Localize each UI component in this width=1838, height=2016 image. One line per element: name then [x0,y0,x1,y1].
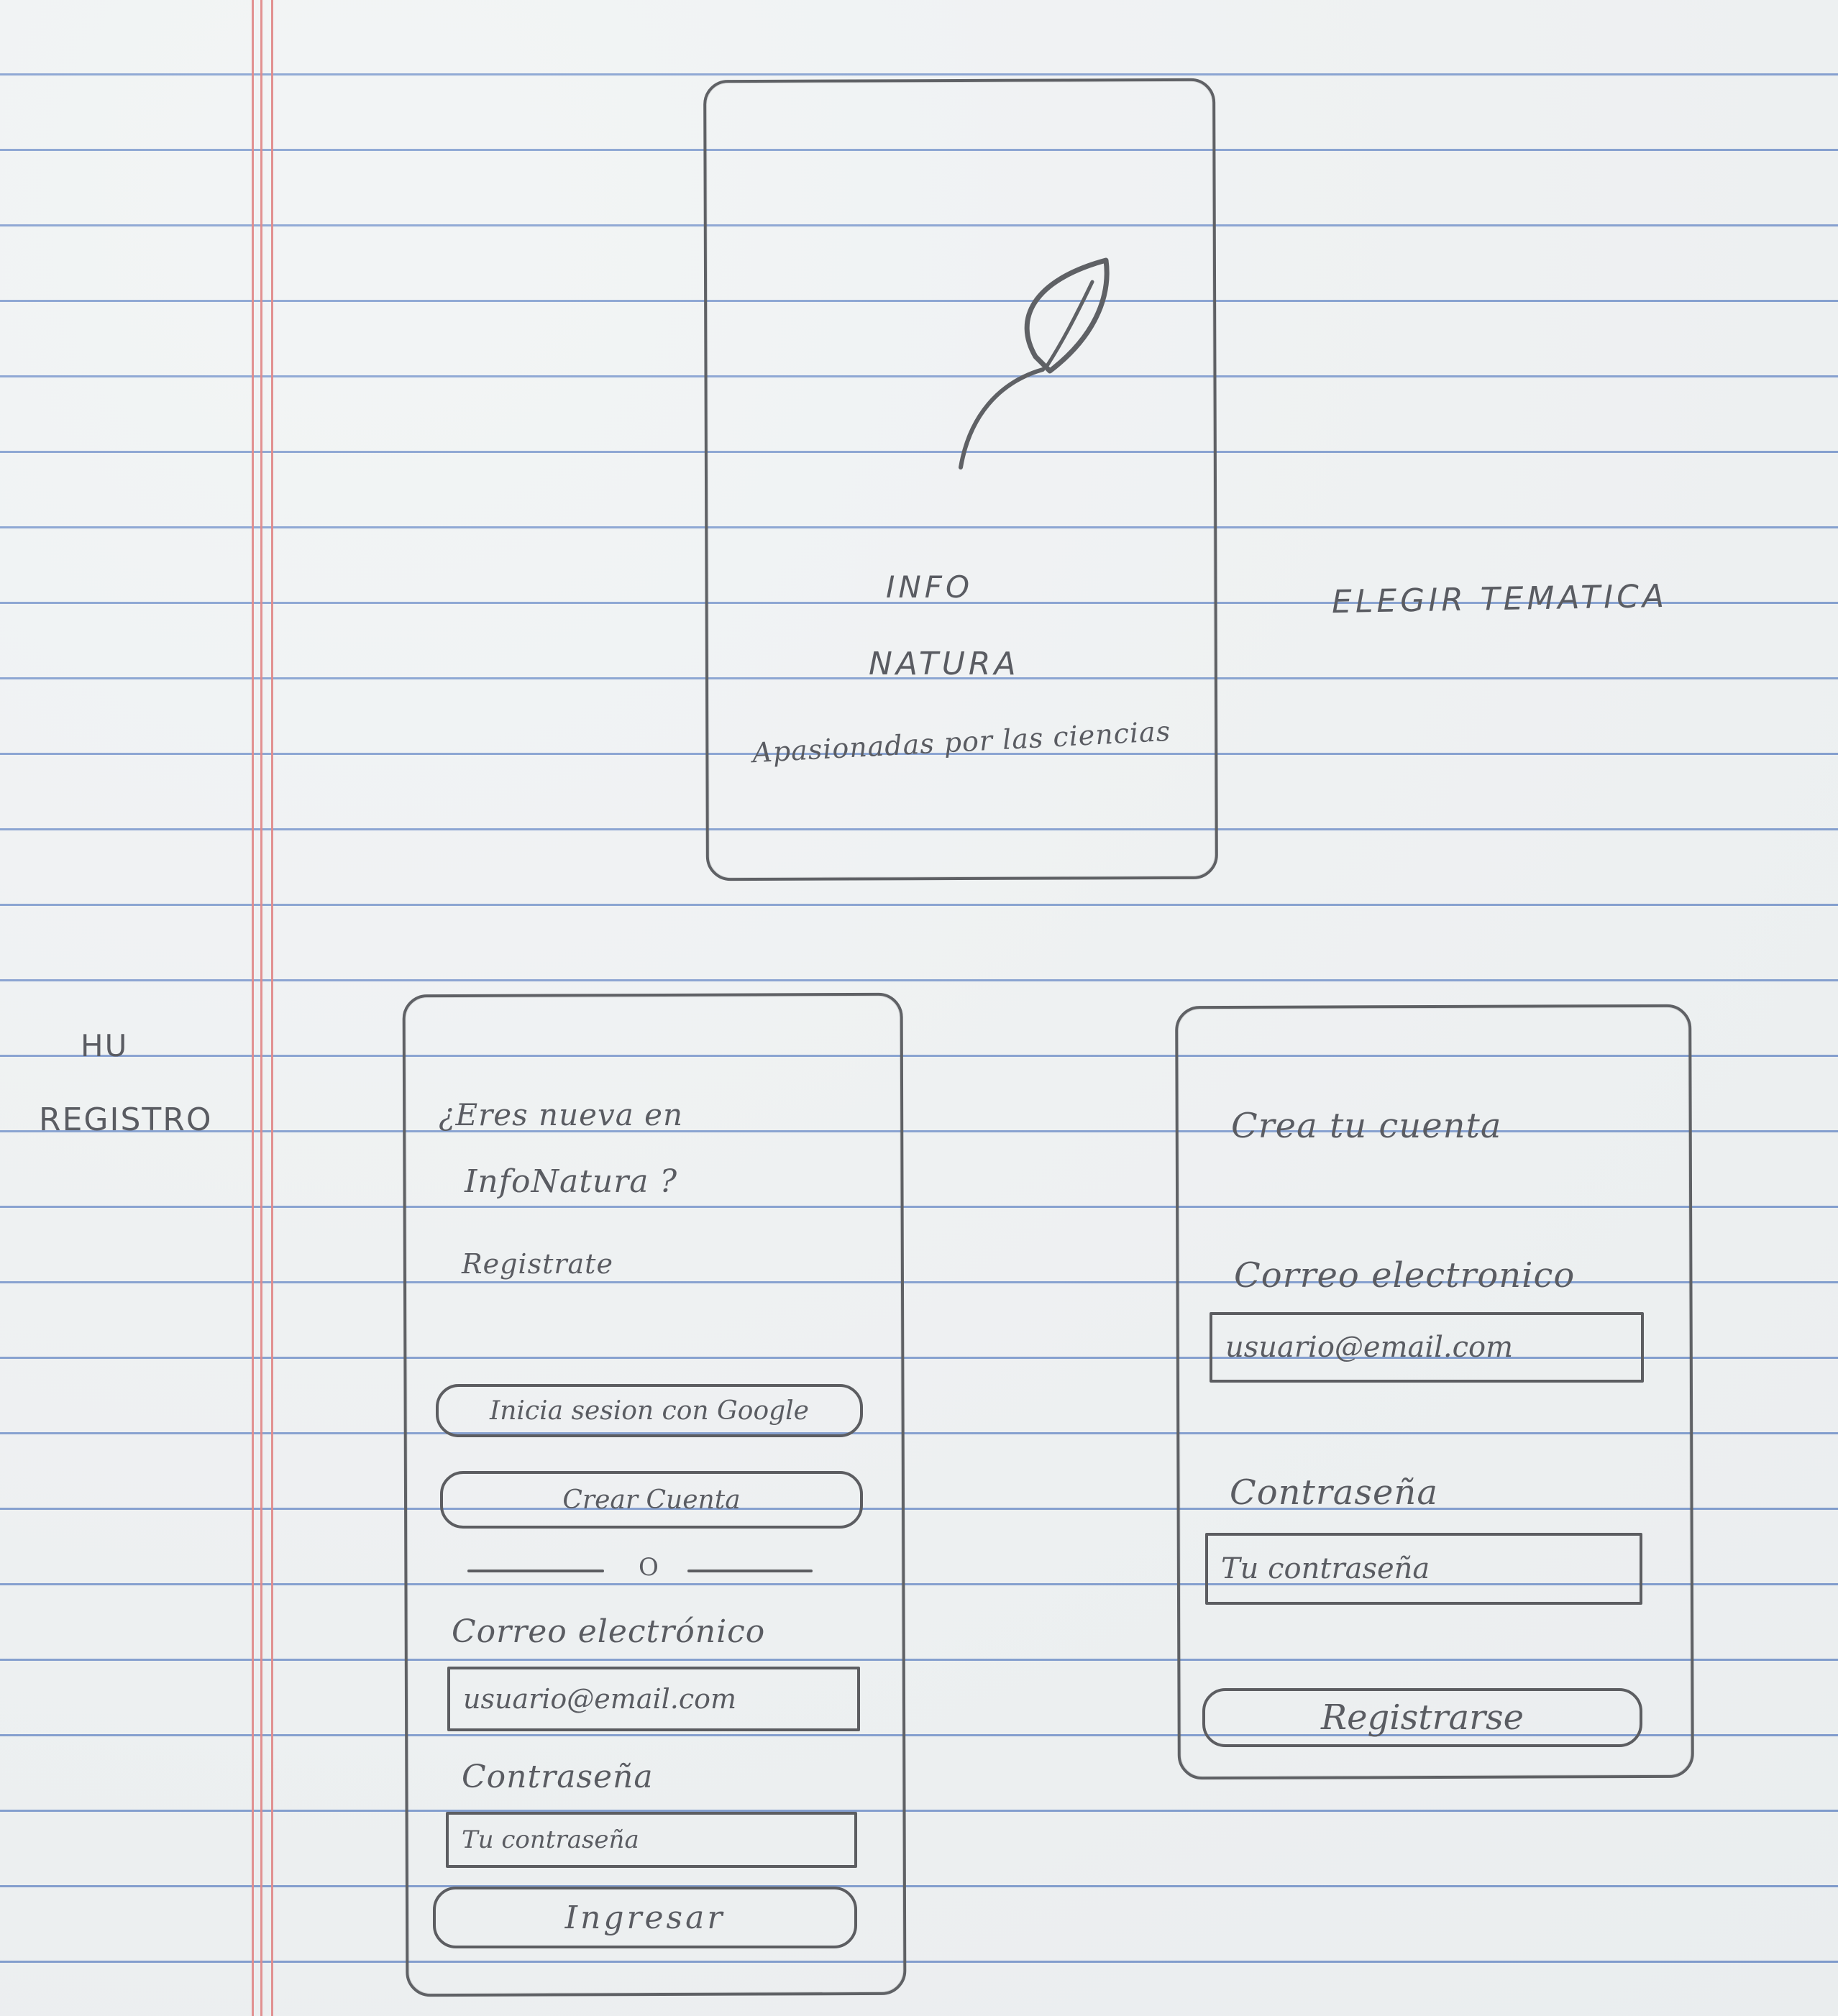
registro-note: REGISTRO [39,1101,213,1138]
signup-submit-button[interactable]: Registrarse [1202,1688,1642,1747]
register-link[interactable]: Registrate [462,1248,613,1280]
margin-line [260,0,262,2016]
google-signin-button[interactable]: Inicia sesion con Google [436,1384,863,1437]
separator-left-line [467,1570,604,1572]
login-password-label: Contraseña [462,1759,654,1795]
login-question-line1: ¿Eres nueva en [439,1097,683,1132]
login-email-label: Correo electrónico [452,1613,766,1650]
hu-note: HU [81,1028,129,1063]
splash-title-line1: INFO [886,569,974,605]
separator-text: O [639,1553,659,1582]
login-password-field[interactable]: Tu contraseña [446,1812,857,1868]
login-submit-button[interactable]: Ingresar [433,1887,857,1948]
leaf-icon [959,257,1110,469]
create-account-button[interactable]: Crear Cuenta [440,1471,863,1529]
login-email-field[interactable]: usuario@email.com [447,1667,860,1731]
margin-line [271,0,273,2016]
signup-password-field[interactable]: Tu contraseña [1205,1533,1642,1605]
login-question-line2: InfoNatura ? [465,1163,678,1200]
signup-email-field[interactable]: usuario@email.com [1210,1312,1644,1383]
margin-line [252,0,254,2016]
signup-email-label: Correo electronico [1234,1255,1576,1296]
separator-right-line [687,1570,813,1572]
signup-password-label: Contraseña [1230,1472,1438,1513]
splash-title-line2: NATURA [869,646,1020,682]
signup-title: Crea tu cuenta [1231,1106,1502,1146]
right-note: ELEGIR TEMATICA [1331,577,1668,621]
